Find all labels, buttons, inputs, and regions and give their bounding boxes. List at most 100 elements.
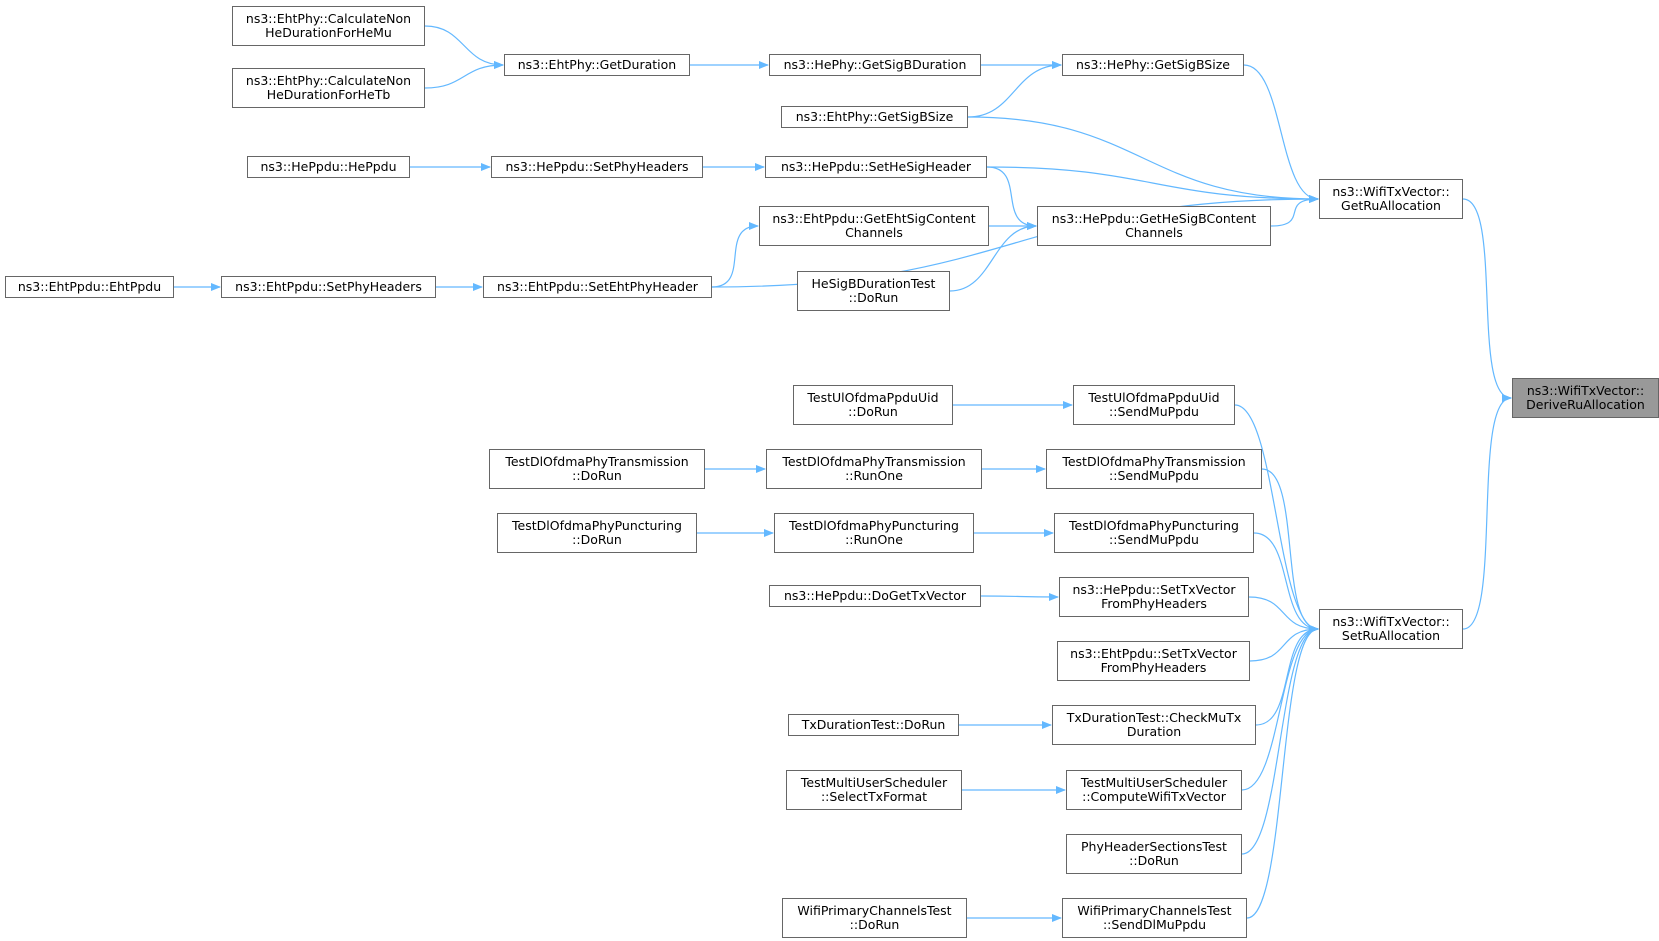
node-label-line1: ns3::HePpdu::SetHeSigHeader — [780, 159, 972, 174]
edge-n6-to-n5 — [967, 61, 1062, 118]
node-label-line2: Channels — [1125, 225, 1183, 240]
edge-n34-to-n28 — [1241, 625, 1319, 855]
node-label-line1: TestDlOfdmaPhyPuncturing — [512, 518, 682, 533]
node-testulofdmappduuid-sendmuppdu[interactable]: TestUlOfdmaPpduUid::SendMuPpdu — [1073, 385, 1235, 425]
node-label-line2: ::SendMuPpdu — [1109, 532, 1199, 547]
node-label-line1: ns3::WifiTxVector:: — [1332, 184, 1450, 199]
node-hephy-get-sig-b-size[interactable]: ns3::HePhy::GetSigBSize — [1062, 54, 1244, 76]
node-hesigbdurationtest-dorun[interactable]: HeSigBDurationTest::DoRun — [797, 271, 950, 311]
node-phyheadersectionstest-dorun[interactable]: PhyHeaderSectionsTest::DoRun — [1066, 834, 1242, 874]
node-label-line1: ns3::EhtPpdu::SetTxVector — [1070, 646, 1237, 661]
node-label-line2: ::SendMuPpdu — [1109, 404, 1199, 419]
node-label-line1: WifiPrimaryChannelsTest — [797, 903, 952, 918]
node-label-line1: ns3::HePpdu::SetPhyHeaders — [505, 159, 689, 174]
node-label-line1: ns3::HePhy::GetSigBDuration — [783, 57, 967, 72]
node-testdlofdmaphypuncturing-runone[interactable]: TestDlOfdmaPhyPuncturing::RunOne — [774, 513, 974, 553]
node-label-line2: ::DoRun — [572, 532, 622, 547]
node-label-line1: TxDurationTest::CheckMuTx — [1066, 710, 1242, 725]
node-label-line1: TestUlOfdmaPpduUid — [1088, 390, 1220, 405]
node-ehtppdu-set-phy-headers[interactable]: ns3::EhtPpdu::SetPhyHeaders — [221, 276, 436, 298]
node-wifiprimarychannelstest-send-dl-mu-ppdu[interactable]: WifiPrimaryChannelsTest::SendDlMuPpdu — [1062, 898, 1247, 938]
edge-n11-to-n12 — [1270, 195, 1319, 227]
node-label-line2: GetRuAllocation — [1341, 198, 1441, 213]
edge-n29-to-n28 — [1249, 625, 1319, 662]
node-heppdu-set-he-sig-header[interactable]: ns3::HePpdu::SetHeSigHeader — [765, 156, 987, 178]
node-ehtppdu-ehtppdu[interactable]: ns3::EhtPpdu::EhtPpdu — [5, 276, 174, 298]
node-label-line1: ns3::HePhy::GetSigBSize — [1076, 57, 1230, 72]
edge-n13-to-n11 — [949, 222, 1037, 292]
node-label-line2: ::DoRun — [1129, 853, 1179, 868]
node-wifiprimarychannelstest-dorun[interactable]: WifiPrimaryChannelsTest::DoRun — [782, 898, 967, 938]
node-label-line1: ns3::WifiTxVector:: — [1332, 614, 1450, 629]
edge-n31-to-n28 — [1255, 625, 1319, 726]
edge-n36-to-n28 — [1246, 625, 1319, 919]
node-label-line1: ns3::EhtPhy::CalculateNon — [245, 73, 412, 88]
node-label-line2: ::ComputeWifiTxVector — [1082, 789, 1226, 804]
edge-n25-to-n28 — [1253, 532, 1319, 633]
node-label-line2: ::DoRun — [848, 404, 898, 419]
node-testdlofdmaphytransmission-sendmuppdu[interactable]: TestDlOfdmaPhyTransmission::SendMuPpdu — [1046, 449, 1262, 489]
edge-n1-to-n3 — [424, 25, 504, 69]
node-label-line1: ns3::HePpdu::GetHeSigBContent — [1051, 211, 1257, 226]
node-label-line2: HeDurationForHeTb — [266, 87, 391, 102]
node-label-line2: ::SendMuPpdu — [1109, 468, 1199, 483]
node-heppdu-set-phy-headers[interactable]: ns3::HePpdu::SetPhyHeaders — [491, 156, 703, 178]
node-testmultiuserscheduler-select-tx-format[interactable]: TestMultiUserScheduler::SelectTxFormat — [786, 770, 962, 810]
node-txdurationtest-dorun[interactable]: TxDurationTest::DoRun — [788, 714, 959, 736]
node-hephy-get-sig-b-duration[interactable]: ns3::HePhy::GetSigBDuration — [769, 54, 981, 76]
node-heppdu-do-get-tx-vector[interactable]: ns3::HePpdu::DoGetTxVector — [769, 585, 981, 607]
node-label-line1: WifiPrimaryChannelsTest — [1077, 903, 1232, 918]
node-label-line1: ns3::EhtPpdu::EhtPpdu — [17, 279, 162, 294]
node-label-line2: ::RunOne — [845, 532, 903, 547]
edge-n5-to-n12 — [1243, 64, 1319, 203]
node-wifitxvector-derive-ru-allocation: ns3::WifiTxVector::DeriveRuAllocation — [1512, 378, 1659, 418]
node-testdlofdmaphytransmission-dorun[interactable]: TestDlOfdmaPhyTransmission::DoRun — [489, 449, 705, 489]
node-testdlofdmaphypuncturing-dorun[interactable]: TestDlOfdmaPhyPuncturing::DoRun — [497, 513, 697, 553]
edge-n9-to-n11 — [986, 166, 1037, 230]
edge-n9-to-n12 — [986, 166, 1319, 203]
node-label-line2: ::DoRun — [849, 917, 900, 932]
node-label-line1: ns3::EhtPpdu::SetPhyHeaders — [235, 279, 422, 294]
node-label-line1: TestMultiUserScheduler — [1080, 775, 1228, 790]
node-testdlofdmaphypuncturing-sendmuppdu[interactable]: TestDlOfdmaPhyPuncturing::SendMuPpdu — [1054, 513, 1254, 553]
edge-n22-to-n28 — [1261, 468, 1319, 633]
node-testmultiuserscheduler-compute-wifi-tx-vector[interactable]: TestMultiUserScheduler::ComputeWifiTxVec… — [1066, 770, 1242, 810]
node-label-line1: ns3::EhtPhy::GetSigBSize — [795, 109, 954, 124]
node-label-line1: ns3::HePpdu::HePpdu — [260, 159, 397, 174]
node-ehtphy-get-sig-b-size[interactable]: ns3::EhtPhy::GetSigBSize — [781, 106, 968, 128]
node-label-line1: TestDlOfdmaPhyTransmission — [782, 454, 966, 469]
edge-n33-to-n28 — [1241, 625, 1319, 791]
node-label-line1: HeSigBDurationTest — [811, 276, 936, 291]
node-label-line1: ns3::WifiTxVector:: — [1526, 383, 1645, 398]
node-ehtphy-get-duration[interactable]: ns3::EhtPhy::GetDuration — [504, 54, 690, 76]
node-label-line1: PhyHeaderSectionsTest — [1081, 839, 1227, 854]
node-wifitxvector-set-ru-allocation[interactable]: ns3::WifiTxVector::SetRuAllocation — [1319, 609, 1463, 649]
node-label-line1: TestDlOfdmaPhyPuncturing — [789, 518, 959, 533]
node-label-line1: ns3::HePpdu::DoGetTxVector — [783, 588, 967, 603]
node-ehtppdu-set-eht-phy-header[interactable]: ns3::EhtPpdu::SetEhtPhyHeader — [483, 276, 712, 298]
node-testulofdmappduuid-dorun[interactable]: TestUlOfdmaPpduUid::DoRun — [793, 385, 953, 425]
node-label-line2: ::DoRun — [848, 290, 899, 305]
node-label-line2: SetRuAllocation — [1341, 628, 1441, 643]
edge-n16-to-n10 — [711, 222, 759, 288]
edge-n6-to-n12 — [967, 116, 1319, 203]
node-label-line2: ::SelectTxFormat — [820, 789, 928, 804]
node-label-line1: TestDlOfdmaPhyTransmission — [1062, 454, 1246, 469]
node-label-line2: ::DoRun — [572, 468, 622, 483]
node-label-line2: FromPhyHeaders — [1100, 660, 1207, 675]
node-heppdu-heppdu[interactable]: ns3::HePpdu::HePpdu — [247, 156, 410, 178]
node-testdlofdmaphytransmission-runone[interactable]: TestDlOfdmaPhyTransmission::RunOne — [766, 449, 982, 489]
edge-n2-to-n3 — [424, 61, 504, 89]
node-label-line1: TestUlOfdmaPpduUid — [807, 390, 939, 405]
node-label-line1: TestDlOfdmaPhyPuncturing — [1069, 518, 1239, 533]
node-wifitxvector-get-ru-allocation[interactable]: ns3::WifiTxVector::GetRuAllocation — [1319, 179, 1463, 219]
